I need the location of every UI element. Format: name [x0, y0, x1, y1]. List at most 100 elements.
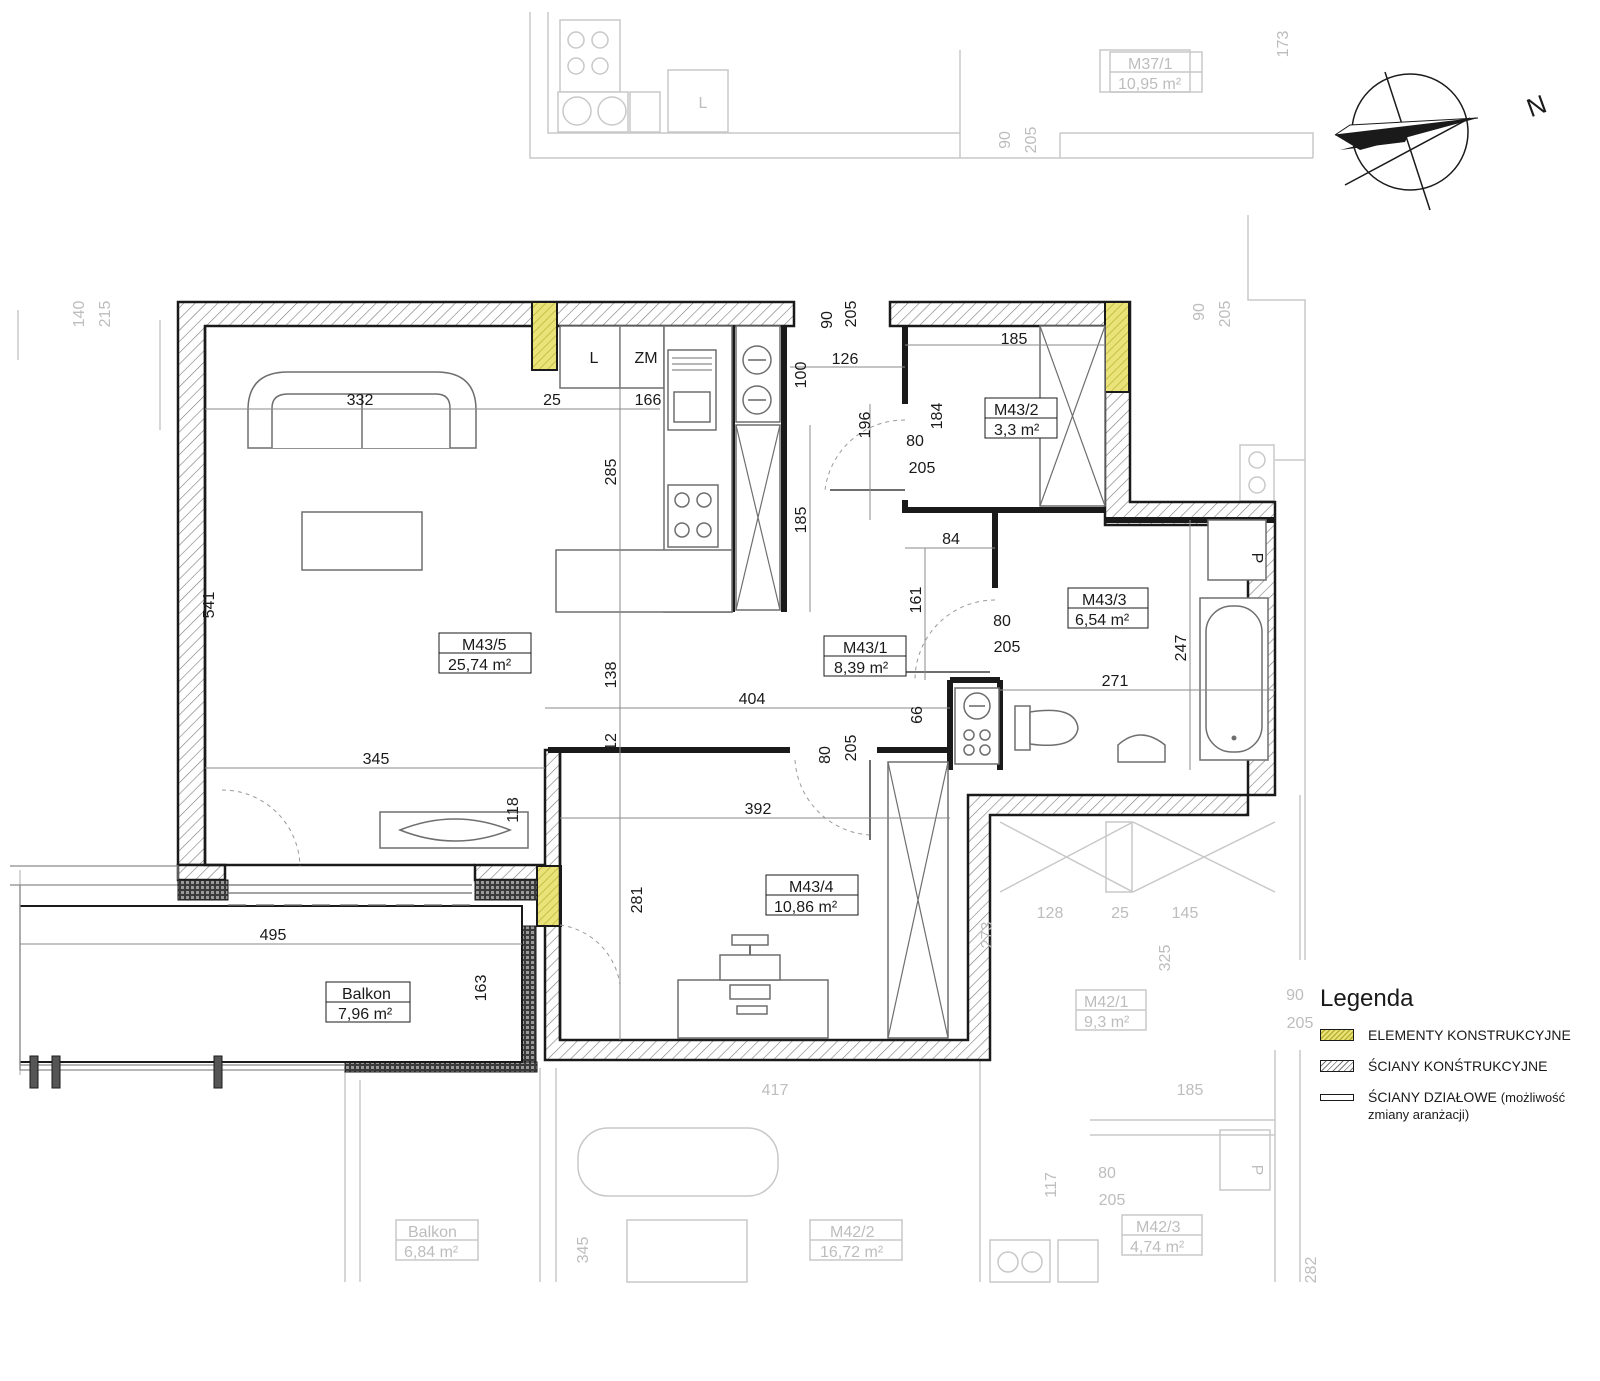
neighbor-label-balkon: Balkon 6,84 m² [395, 1219, 479, 1261]
laundry-top-label: L [699, 95, 708, 112]
dim-wc-height: 184 [929, 403, 946, 430]
dim-wc-door-205: 205 [909, 460, 936, 477]
neighbor-label-m37-1: M37/1 10,95 m² [1109, 51, 1203, 93]
dim-wc-door-h: 196 [857, 412, 874, 439]
room-labels: M43/5 25,74 m² M43/1 8,39 m² M43/2 3,3 m… [325, 397, 1149, 1023]
kitchen-furniture [555, 325, 781, 613]
dim-n-282: 282 [1303, 1257, 1320, 1284]
dim-balcony-width: 495 [260, 927, 287, 944]
legend-item-structural-walls: ŚCIANY KONŚTRUKCYJNE [1320, 1058, 1590, 1075]
neighbor-top [529, 12, 1314, 159]
fixture-labels: L ZM P L P [590, 95, 1265, 1175]
dim-living-lower: 138 [603, 662, 620, 689]
svg-text:Balkon: Balkon [408, 1224, 457, 1241]
dim-left-215: 215 [97, 301, 114, 328]
washer-label: P [1248, 553, 1265, 564]
bathroom-furniture [954, 519, 1269, 765]
dim-top-205: 205 [1023, 127, 1040, 154]
svg-text:4,74 m²: 4,74 m² [1130, 1239, 1185, 1256]
dim-kitchen-100: 100 [793, 362, 810, 389]
dim-living-gap: 25 [543, 392, 561, 409]
dim-n-145: 145 [1172, 905, 1199, 922]
dim-hall-width: 404 [739, 691, 766, 708]
hatched-wall-swatch-icon [1320, 1060, 1354, 1072]
room-id: M43/5 [462, 637, 507, 654]
bedroom-furniture [677, 761, 949, 1039]
room-label-balcony: Balkon 7,96 m² [325, 981, 411, 1023]
dim-wc-width: 185 [1001, 331, 1028, 348]
structural-elements [531, 301, 1130, 927]
compass-north-label: N [1523, 89, 1551, 124]
dimension-lines [20, 326, 1275, 1040]
dim-balcony-depth: 163 [473, 975, 490, 1002]
dim-n-80: 80 [1098, 1165, 1116, 1182]
room-id: Balkon [342, 986, 391, 1003]
dim-n-90: 90 [1286, 987, 1304, 1004]
dim-n-205: 205 [1287, 1015, 1314, 1032]
dim-right-205: 205 [1217, 301, 1234, 328]
room-id: M43/4 [789, 879, 834, 896]
dim-hall-84: 84 [942, 531, 960, 548]
laundry-label: L [590, 350, 599, 367]
dim-bedroom-width: 392 [745, 801, 772, 818]
room-outlines [203, 326, 562, 1040]
dimension-labels: 332 25 166 541 285 138 12 185 100 90 205… [201, 301, 1190, 1002]
neighbor-label-m42-3: M42/3 4,74 m² [1121, 1214, 1203, 1256]
legend-item-partition-walls: ŚCIANY DZIAŁOWE (możliwość zmiany aranża… [1320, 1089, 1590, 1123]
dim-wc-door-80: 80 [906, 433, 924, 450]
neighbor-label-m42-2: M42/2 16,72 m² [809, 1219, 903, 1261]
dim-left-140: 140 [71, 301, 88, 328]
room-id: M43/3 [1082, 592, 1127, 609]
structural-swatch-icon [1320, 1029, 1354, 1041]
room-label-wc: M43/2 3,3 m² [984, 397, 1058, 439]
dim-n-325: 325 [1157, 945, 1174, 972]
dim-bath-height: 247 [1173, 635, 1190, 662]
living-furniture [221, 371, 529, 867]
legend: Legenda ELEMENTY KONSTRUKCYJNE ŚCIANY KO… [1320, 985, 1590, 1137]
room-label-hall: M43/1 8,39 m² [823, 635, 907, 677]
neighbor-right [1239, 215, 1306, 960]
svg-text:M42/2: M42/2 [830, 1224, 875, 1241]
dim-living-height: 541 [201, 592, 218, 619]
dim-top-90: 90 [997, 131, 1014, 149]
partition-wall-swatch-icon [1320, 1094, 1354, 1101]
dim-n-273: 273 [979, 922, 996, 949]
dim-right-90: 90 [1191, 303, 1208, 321]
dim-n-117: 117 [1043, 1172, 1060, 1198]
svg-text:9,3 m²: 9,3 m² [1084, 1014, 1130, 1031]
dim-partition-gap: 12 [603, 733, 620, 751]
svg-text:M42/1: M42/1 [1084, 994, 1129, 1011]
legend-title: Legenda [1320, 985, 1414, 1012]
dim-living-bottom: 345 [363, 751, 390, 768]
dim-bath-door-205: 205 [994, 639, 1021, 656]
dim-entry-205: 205 [843, 301, 860, 328]
room-label-bathroom: M43/3 6,54 m² [1067, 587, 1149, 629]
dim-living-width: 332 [347, 392, 374, 409]
dim-kitchen-width: 166 [635, 392, 662, 409]
dim-hall-door-width: 80 [817, 746, 834, 764]
legend-label: ŚCIANY KONŚTRUKCYJNE [1368, 1058, 1548, 1074]
dim-n-417: 417 [762, 1082, 789, 1099]
svg-text:6,84 m²: 6,84 m² [404, 1244, 459, 1261]
dim-n-205b: 205 [1099, 1192, 1126, 1209]
legend-note: (możliwość zmiany aranżacji) [1368, 1090, 1566, 1122]
room-area: 3,3 m² [994, 422, 1040, 439]
room-area: 25,74 m² [448, 657, 512, 674]
washer-below-label: P [1248, 1165, 1265, 1176]
room-label-living: M43/5 25,74 m² [438, 632, 532, 674]
room-id: M43/1 [843, 640, 888, 657]
room-id: M43/2 [994, 402, 1039, 419]
compass: N [1334, 71, 1551, 211]
neighbor-left [17, 310, 161, 1075]
hall-doors [559, 419, 996, 986]
neighbor-room-labels: M37/1 10,95 m² M42/1 9,3 m² M42/2 16,72 … [395, 51, 1203, 1261]
dim-top-173: 173 [1275, 31, 1292, 58]
dim-n-185: 185 [1177, 1082, 1204, 1099]
legend-label: ŚCIANY DZIAŁOWE [1368, 1089, 1497, 1105]
room-label-bedroom: M43/4 10,86 m² [765, 874, 859, 916]
svg-text:10,95 m²: 10,95 m² [1118, 76, 1182, 93]
balcony [10, 865, 538, 1089]
room-area: 6,54 m² [1075, 612, 1130, 629]
legend-item-structural-elements: ELEMENTY KONSTRUKCYJNE [1320, 1027, 1590, 1044]
